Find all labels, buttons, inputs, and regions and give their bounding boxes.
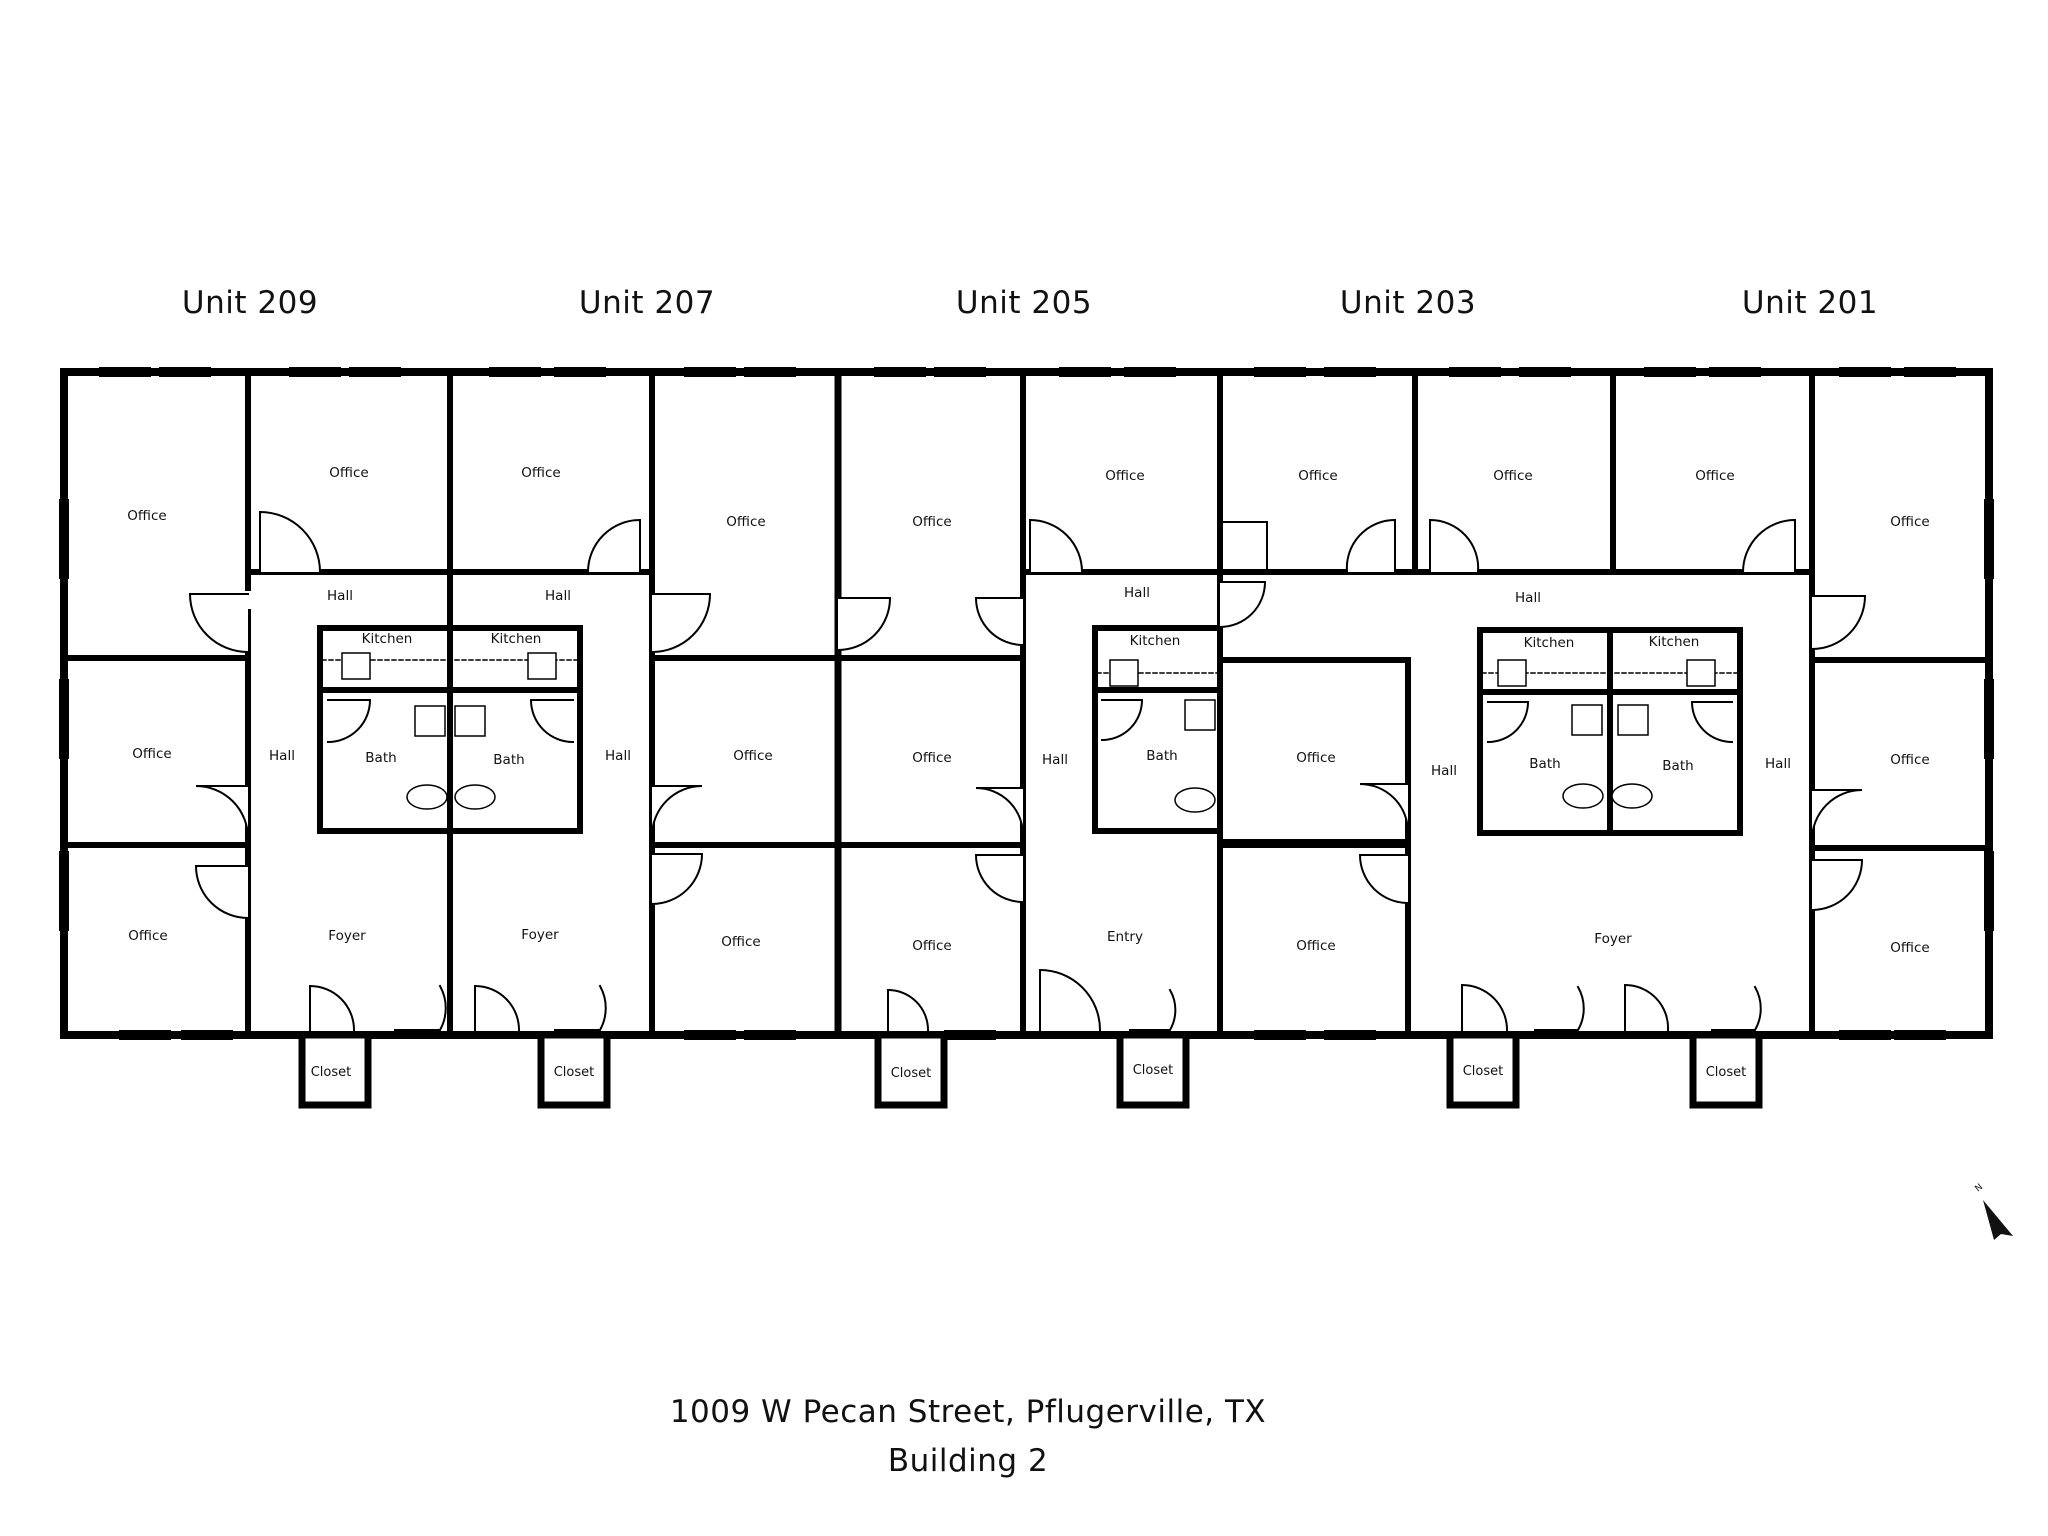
room-label-kitchen: Kitchen: [1524, 635, 1575, 651]
room-label-office: Office: [1298, 468, 1337, 484]
room-label-kitchen: Kitchen: [491, 631, 542, 647]
room-label-hall: Hall: [1431, 763, 1457, 779]
room-label-closet: Closet: [311, 1065, 352, 1080]
room-label-hall: Hall: [1765, 756, 1791, 772]
room-label-office: Office: [912, 514, 951, 530]
room-label-office: Office: [1296, 938, 1335, 954]
building-label: Building 2: [887, 1443, 1049, 1479]
room-label-office: Office: [1890, 514, 1929, 530]
room-label-office: Office: [127, 508, 166, 524]
room-label-closet: Closet: [1706, 1065, 1747, 1080]
room-label-closet: Closet: [1463, 1064, 1504, 1079]
room-label-closet: Closet: [1133, 1063, 1174, 1078]
address-line: 1009 W Pecan Street, Pflugerville, TX: [669, 1394, 1267, 1430]
room-label-kitchen: Kitchen: [1649, 634, 1700, 650]
room-label-bath: Bath: [493, 752, 524, 768]
room-label-office: Office: [521, 465, 560, 481]
unit-title-205: Unit 205: [955, 285, 1093, 321]
room-label-hall: Hall: [269, 748, 295, 764]
room-label-bath: Bath: [365, 750, 396, 766]
north-label: N: [1974, 1182, 1986, 1194]
room-label-kitchen: Kitchen: [1130, 633, 1181, 649]
room-label-bath: Bath: [1662, 758, 1693, 774]
room-label-office: Office: [1493, 468, 1532, 484]
room-label-closet: Closet: [554, 1065, 595, 1080]
room-label-hall: Hall: [605, 748, 631, 764]
room-label-entry: Entry: [1107, 929, 1143, 945]
room-label-hall: Hall: [327, 588, 353, 604]
room-label-office: Office: [329, 465, 368, 481]
exterior-wall: [60, 368, 1993, 1039]
room-label-bath: Bath: [1146, 748, 1177, 764]
room-label-hall: Hall: [545, 588, 571, 604]
room-label-office: Office: [1890, 940, 1929, 956]
doors: [188, 510, 1867, 1032]
room-label-office: Office: [128, 928, 167, 944]
room-label-foyer: Foyer: [1594, 931, 1632, 947]
north-arrow-icon: N: [1974, 1182, 2013, 1240]
closets: [298, 1031, 1763, 1109]
room-label-office: Office: [132, 746, 171, 762]
room-label-office: Office: [1890, 752, 1929, 768]
room-label-office: Office: [912, 938, 951, 954]
room-label-foyer: Foyer: [521, 927, 559, 943]
room-label-closet: Closet: [891, 1066, 932, 1081]
room-label-office: Office: [1105, 468, 1144, 484]
room-label-office: Office: [721, 934, 760, 950]
room-label-hall: Hall: [1124, 585, 1150, 601]
room-label-office: Office: [726, 514, 765, 530]
room-label-office: Office: [1695, 468, 1734, 484]
room-label-bath: Bath: [1529, 756, 1560, 772]
unit-title-201: Unit 201: [1741, 285, 1879, 321]
room-label-kitchen: Kitchen: [362, 631, 413, 647]
room-label-hall: Hall: [1042, 752, 1068, 768]
unit-title-207: Unit 207: [578, 285, 716, 321]
unit-title-203: Unit 203: [1339, 285, 1477, 321]
unit-title-209: Unit 209: [181, 285, 319, 321]
room-label-office: Office: [1296, 750, 1335, 766]
room-label-office: Office: [912, 750, 951, 766]
room-label-foyer: Foyer: [328, 928, 366, 944]
fixtures: [321, 652, 1739, 813]
room-label-office: Office: [733, 748, 772, 764]
room-label-hall: Hall: [1515, 590, 1541, 606]
